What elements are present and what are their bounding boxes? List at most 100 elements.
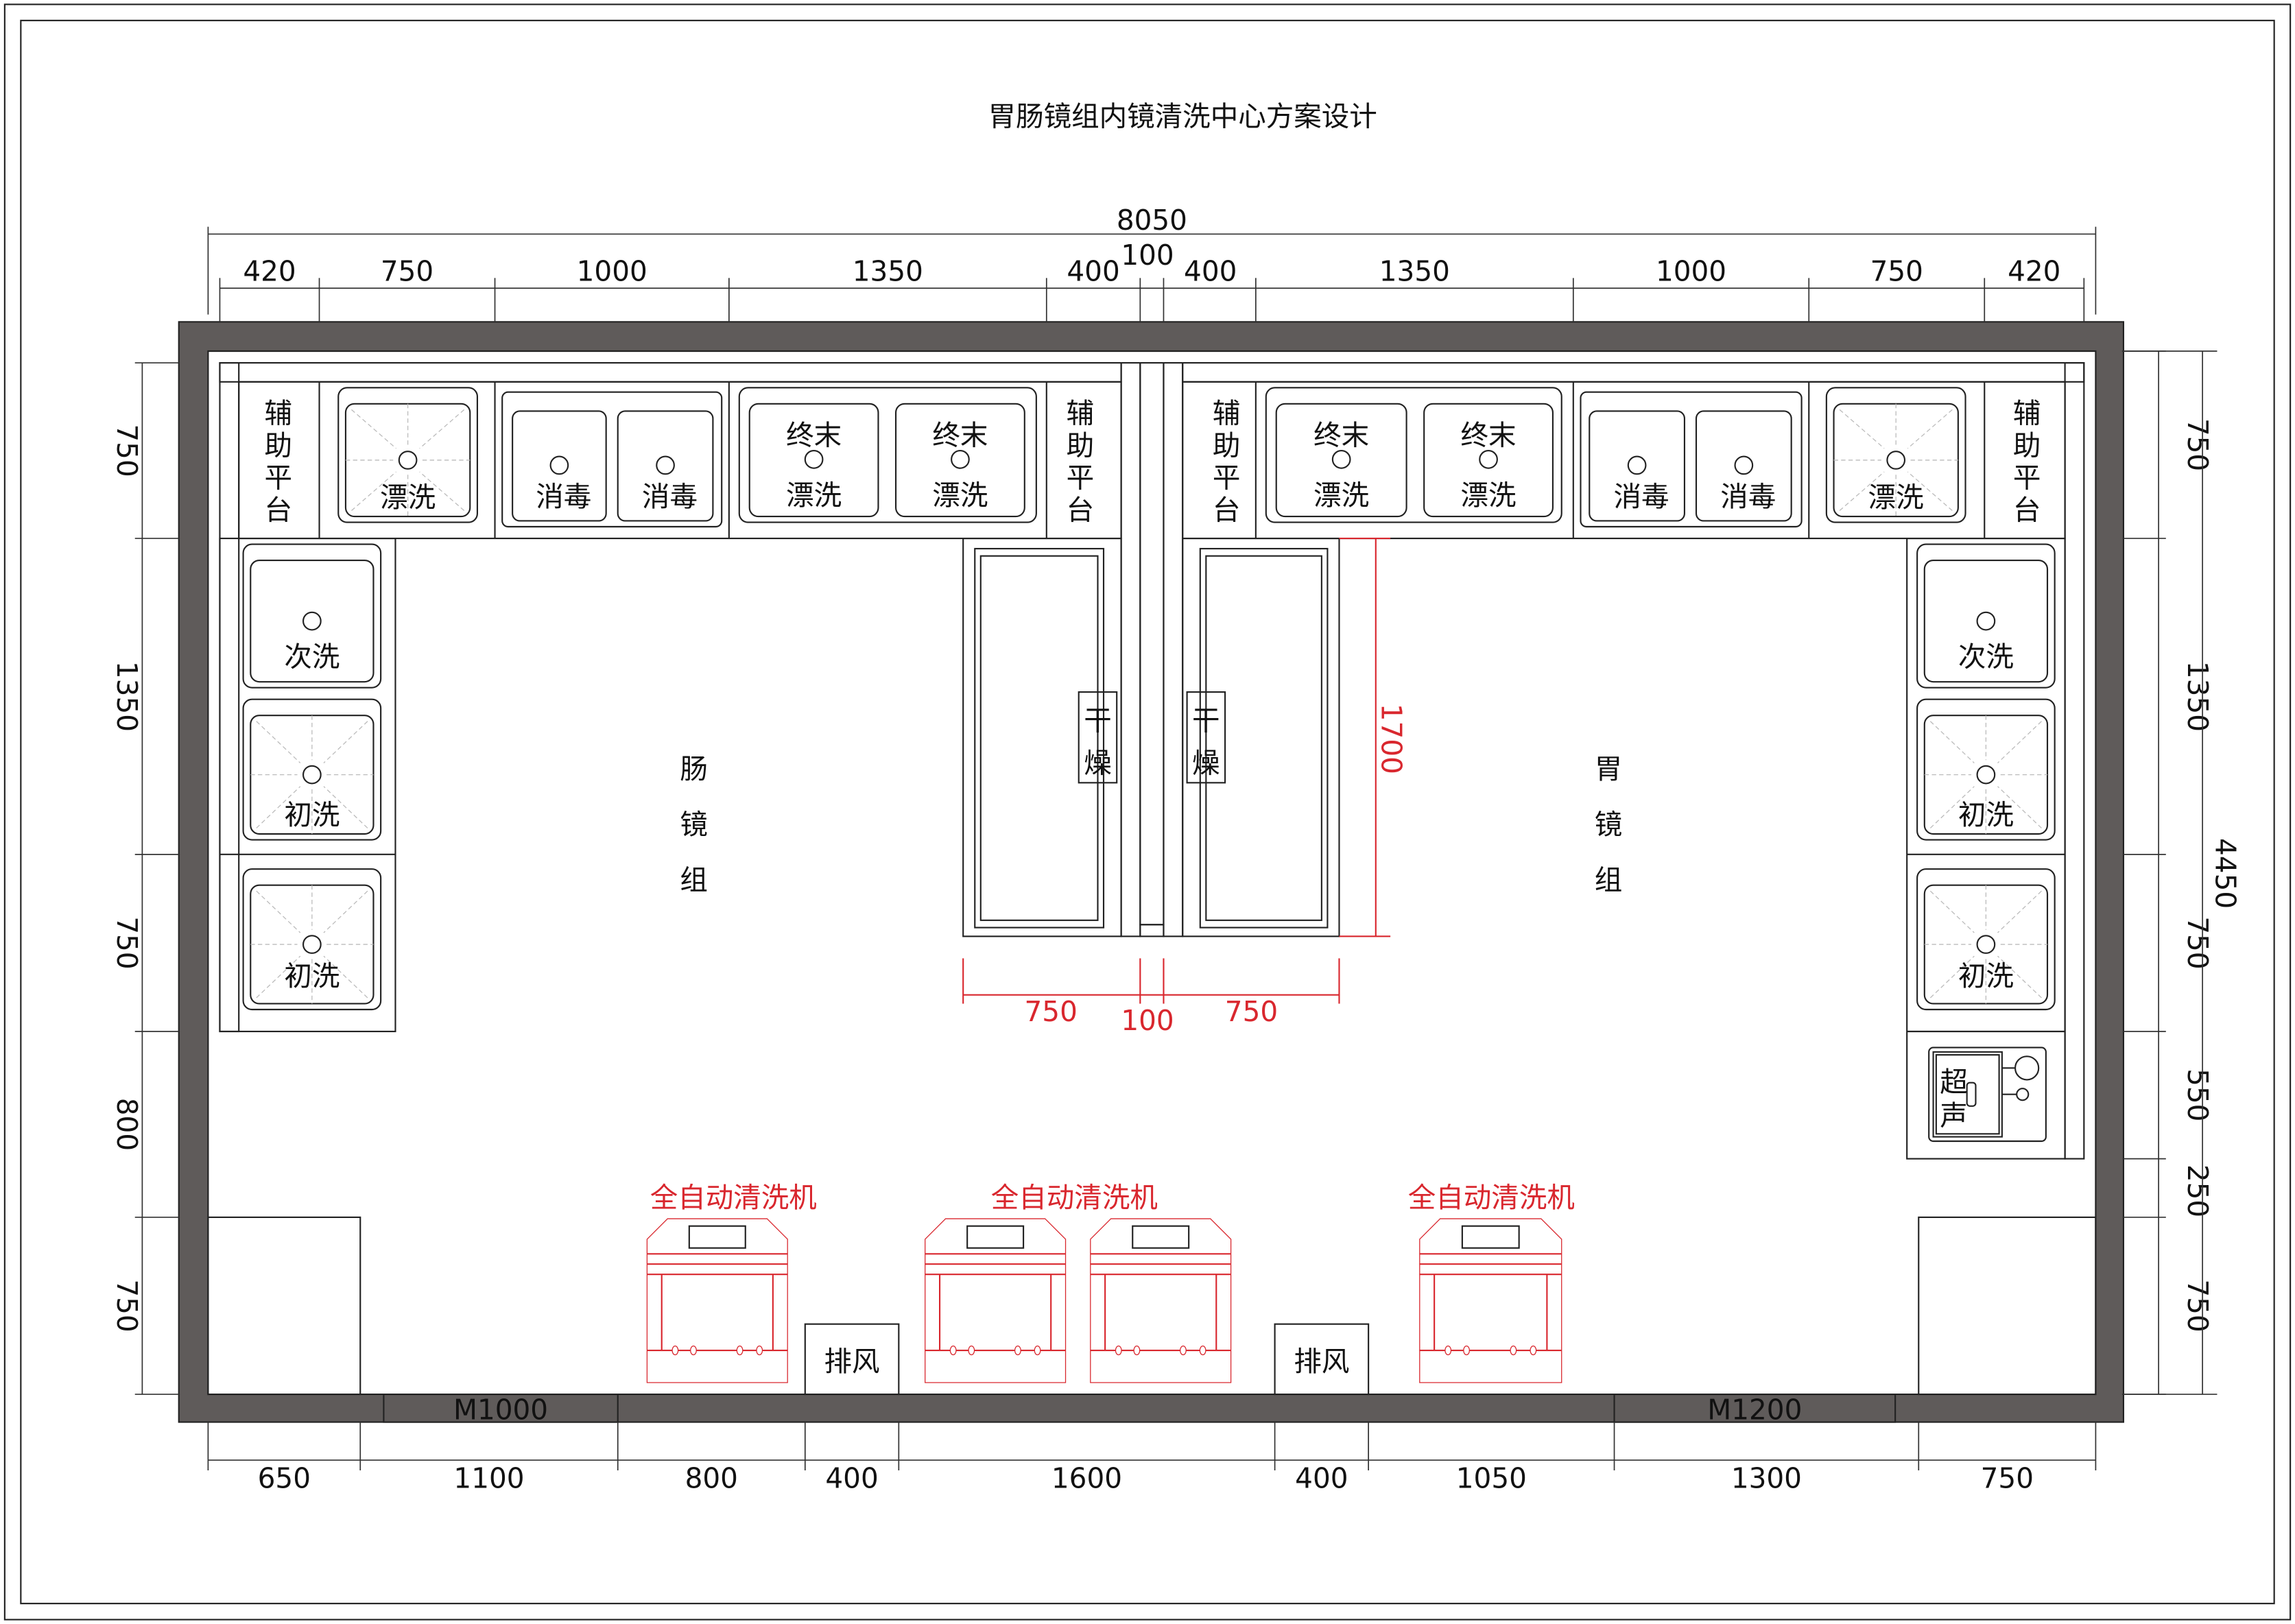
washer-button — [690, 1346, 697, 1356]
sink-rim — [1265, 387, 1562, 523]
drain-groove — [351, 409, 396, 449]
drain-groove — [1929, 786, 1975, 828]
sink-basin — [895, 403, 1025, 518]
washer-button — [1133, 1346, 1141, 1356]
drain-groove — [323, 721, 368, 763]
aux-platform-label: 台 — [2013, 493, 2041, 526]
corner-column — [207, 1216, 361, 1396]
auto-washer-label: 全自动清洗机 — [991, 1181, 1158, 1214]
sink-label: 消毒 — [536, 480, 591, 513]
washer-button — [1530, 1346, 1537, 1356]
washer-button — [1014, 1346, 1021, 1356]
disinfect-sinks: 消毒消毒 — [1580, 391, 1803, 528]
auto-washer-label: 全自动清洗机 — [1408, 1181, 1575, 1214]
second-wash-sink: 次洗 — [242, 543, 382, 689]
counter-divider — [1163, 362, 1184, 938]
washer-display — [1132, 1225, 1190, 1249]
first-wash-sink: 初洗 — [1916, 698, 2056, 841]
counter-divider — [1120, 362, 1141, 938]
washer-button — [1510, 1346, 1517, 1356]
sink-label: 漂洗 — [1313, 479, 1369, 512]
washer-button — [1115, 1346, 1122, 1356]
sink-basin — [1423, 403, 1554, 518]
dryer-panel — [974, 547, 1105, 929]
washer-body — [1090, 1218, 1232, 1383]
counter-right-column — [1906, 538, 2066, 1160]
dryer-label-box — [1186, 691, 1226, 784]
sink-rim — [1916, 698, 2056, 841]
drain-groove — [256, 786, 301, 828]
dimension-label: 750 — [1981, 1462, 2034, 1495]
aux-platform-label: 台 — [1067, 493, 1095, 526]
exhaust-label: 排风 — [824, 1345, 880, 1378]
drain-groove — [1907, 409, 1953, 449]
dimension-label: 750 — [2181, 1279, 2214, 1332]
washer-button — [671, 1346, 679, 1356]
room-label-gastroscopy: 胃 — [1595, 752, 1623, 785]
dimension-label: 400 — [825, 1462, 878, 1495]
dryer-label: 燥 — [1192, 746, 1220, 779]
dryer-label: 干 — [1084, 704, 1112, 737]
sink-rim — [738, 387, 1037, 523]
drain-groove — [256, 721, 301, 763]
drain-icon — [1331, 450, 1351, 469]
exhaust-box — [1274, 1323, 1370, 1396]
dimension-label: 550 — [2181, 1068, 2214, 1121]
walls — [178, 321, 2124, 1423]
exhaust-vent: 排风 — [804, 1323, 900, 1396]
sink-basin — [1695, 410, 1792, 522]
drain-icon — [1479, 450, 1498, 469]
auto-washer-label: 全自动清洗机 — [650, 1181, 817, 1214]
counter-back — [1182, 362, 2085, 383]
sink-label: 初洗 — [284, 959, 340, 992]
dimension-label: 1350 — [2181, 661, 2214, 732]
auto-washer — [1419, 1218, 1562, 1383]
aux-platform-label: 助 — [2013, 429, 2041, 462]
ultrasonic-tank-inner — [1935, 1054, 2000, 1135]
sink-rim — [242, 698, 382, 841]
washer-button — [968, 1346, 975, 1356]
drain-groove — [1997, 721, 2042, 763]
drain-icon — [656, 455, 675, 475]
aux-platform-label: 辅 — [265, 397, 293, 430]
center-partition-base — [1139, 924, 1165, 938]
dryer-label: 燥 — [1084, 746, 1112, 779]
aux-platform-label: 辅 — [1067, 397, 1095, 430]
sink-label: 终末 — [786, 419, 842, 452]
center-partition — [1139, 362, 1165, 926]
exhaust-label: 排风 — [1294, 1345, 1349, 1378]
rinse-sink: 漂洗 — [337, 387, 478, 523]
washer-display — [966, 1225, 1025, 1249]
dimension-label: 1000 — [577, 255, 647, 288]
drain-groove — [1997, 786, 2042, 828]
ultrasonic-cleaner: 超声 — [1928, 1047, 2047, 1143]
door-label: M1000 — [453, 1393, 548, 1426]
counter-side — [219, 362, 240, 1033]
door-label: M1200 — [1707, 1393, 1802, 1426]
outer-frame — [3, 3, 2292, 1621]
room-label-gastroscopy: 镜 — [1595, 808, 1623, 841]
aux-platform-label: 平 — [265, 461, 293, 494]
sink-basin — [617, 410, 714, 522]
ultrasonic-label: 声 — [1940, 1099, 1968, 1132]
sink-label: 漂洗 — [932, 479, 988, 512]
sink-rim — [1916, 543, 2056, 689]
knob-icon — [2014, 1055, 2040, 1081]
counter-left-column — [219, 538, 396, 1033]
counter-side — [2064, 361, 2085, 1160]
dimension-label: 400 — [1295, 1462, 1348, 1495]
drain-groove — [1997, 890, 2042, 933]
dimension-label-red: 100 — [1121, 1004, 1174, 1037]
dimension-label: 420 — [243, 255, 296, 288]
exhaust-box — [804, 1323, 900, 1396]
drain-icon — [951, 450, 970, 469]
dimension-label: 1050 — [1456, 1462, 1527, 1495]
drain-icon — [804, 450, 824, 469]
drain-groove — [256, 890, 301, 933]
dimension-label: 1350 — [1379, 255, 1450, 288]
drying-cabinet: 干燥 — [962, 538, 1122, 938]
